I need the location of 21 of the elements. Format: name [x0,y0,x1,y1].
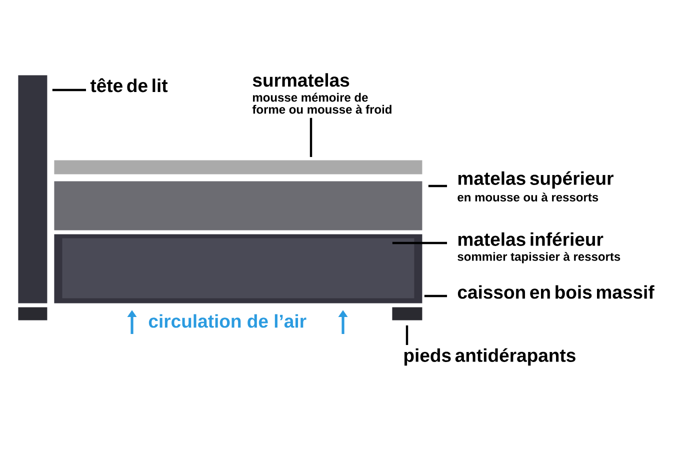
leader-line [310,118,312,157]
upper-mattress-label: matelas supérieur [458,171,614,189]
upper-mattress [54,181,422,230]
bed-foot [18,307,48,320]
lower-mattress-label: matelas inférieur [458,232,604,246]
headboard-label: tête de lit [90,78,168,92]
leader-line [406,325,408,345]
topper-label: surmatelas [252,73,350,87]
leader-line [424,294,447,298]
lower-mattress [62,238,414,298]
description: sommier tapissier à ressorts [458,252,620,264]
leader-line [428,184,447,188]
description: en mousse ou à ressorts [458,192,598,202]
description: mousse mémoire de forme ou mousse à froid [252,92,392,114]
frame-label: caisson en bois massif [458,285,654,299]
topper-layer [54,160,422,174]
leader-line [392,242,447,244]
headboard [18,75,48,304]
leader-line [52,88,86,92]
bed-foot [392,307,422,320]
feet-label: pieds antidérapants [404,348,576,366]
